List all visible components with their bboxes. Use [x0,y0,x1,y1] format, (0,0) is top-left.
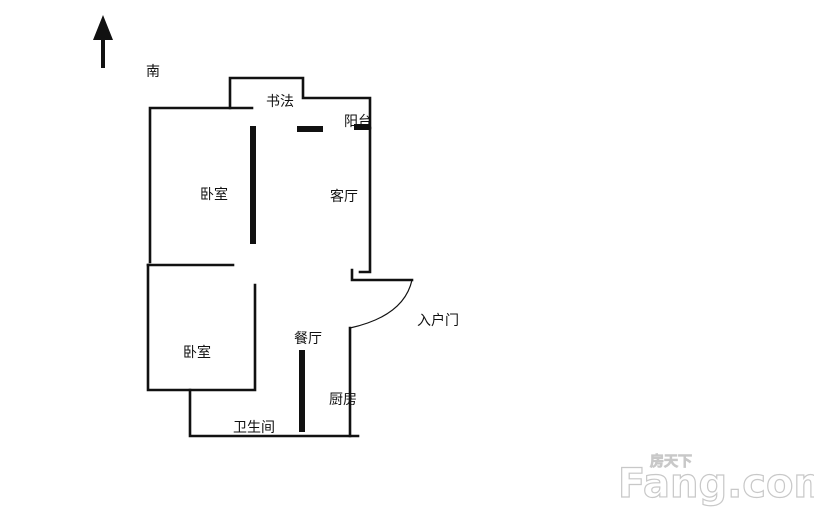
room-label-study: 书法 [266,94,294,110]
walls [146,76,414,438]
watermark-site-cn: 房天下 [650,453,692,470]
partition-walls [250,124,370,432]
room-label-bedroom-upper: 卧室 [200,186,228,203]
room-label-bedroom-lower: 卧室 [183,344,211,361]
compass-label: 南 [146,64,160,80]
watermark-logo: 房天下 Fang.com [617,453,814,508]
room-label-balcony: 阳台 [344,114,372,130]
entrance-door-swing [349,279,413,329]
room-label-living-room: 客厅 [330,188,358,205]
watermark-site-en: Fang.com [618,461,814,507]
room-label-entrance-door: 入户门 [417,312,459,329]
room-label-kitchen: 厨房 [329,392,357,408]
north-arrow-icon [93,15,113,68]
room-label-dining-room: 餐厅 [294,331,322,347]
room-label-bathroom: 卫生间 [233,420,275,436]
